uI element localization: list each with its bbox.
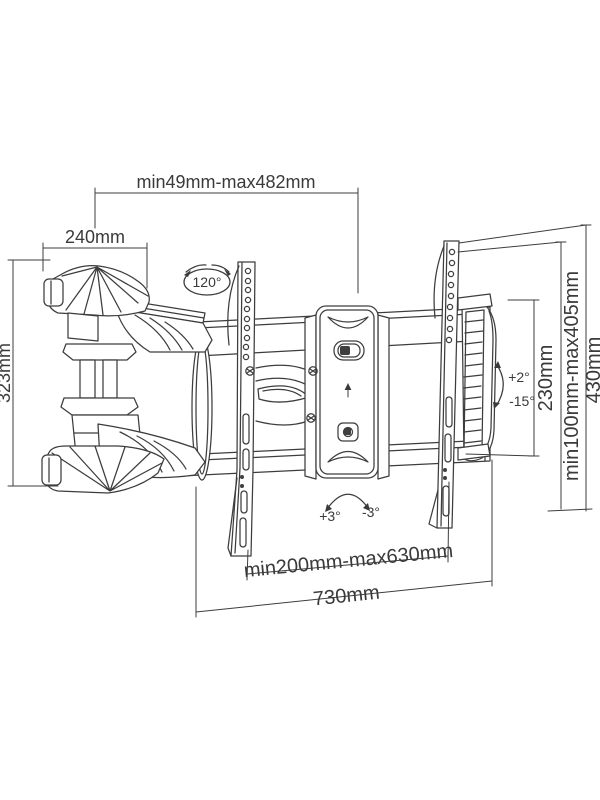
level-angle-indicator	[325, 493, 370, 512]
right-tv-rail	[428, 240, 460, 529]
dim-label-rail-height: 430mm	[583, 337, 600, 404]
tilt-bracket	[457, 293, 497, 462]
dim-label-arm-height: 323mm	[0, 343, 14, 403]
dim-label-tilt-bracket-height: 230mm	[535, 345, 557, 412]
dim-label-rail-width-range: min200mm-max630mm	[243, 540, 454, 582]
angle-label-tilt-down: -15°	[509, 393, 535, 409]
left-tv-rail	[227, 261, 256, 557]
dim-label-total-width: 730mm	[312, 582, 381, 611]
up-arrow-icon	[344, 383, 352, 390]
angle-label-level-plus: +3°	[319, 508, 341, 524]
dim-label-bracket-width: 240mm	[65, 227, 125, 247]
angle-label-level-minus: -3°	[362, 504, 380, 520]
folded-arm-detail	[255, 364, 312, 426]
dimension-lines	[7, 187, 593, 618]
dim-label-mount-height-range: min100mm-max405mm	[561, 271, 583, 481]
articulating-arm	[41, 265, 213, 494]
angle-label-tilt-up: +2°	[508, 369, 530, 385]
tilt-angle-indicator	[493, 361, 504, 409]
wall-plate	[304, 305, 390, 480]
dim-label-top-extension: min49mm-max482mm	[136, 172, 315, 192]
angle-label-swivel: 120°	[193, 274, 222, 290]
swivel-angle-indicator	[183, 264, 231, 296]
